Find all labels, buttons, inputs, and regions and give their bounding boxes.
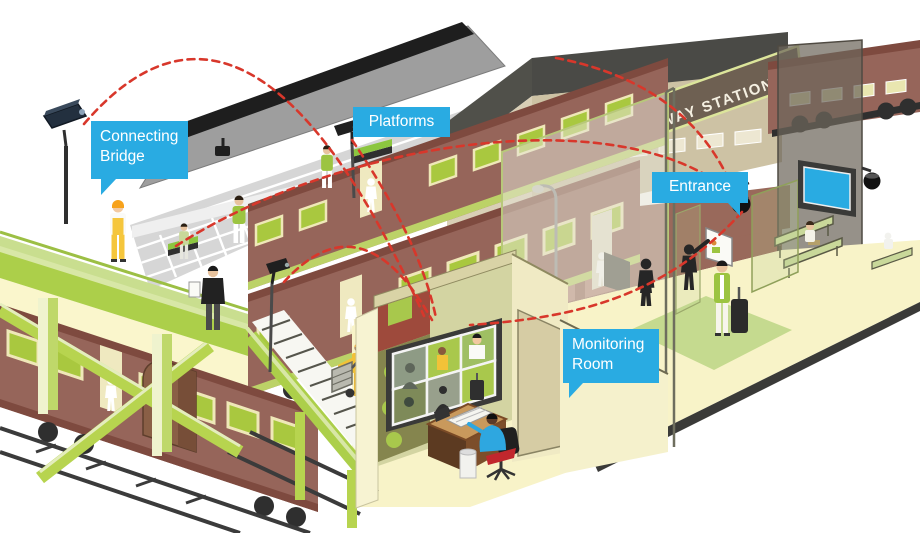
callout-monitoring-room: Monitoring Room xyxy=(563,329,659,398)
callout-platforms-text: Platforms xyxy=(368,113,435,130)
callout-tail xyxy=(101,179,116,195)
worker-person xyxy=(110,200,126,262)
entrance-hall xyxy=(637,86,913,450)
pole-camera-icon xyxy=(266,258,290,373)
callout-tail xyxy=(569,383,583,398)
callout-platforms: Platforms xyxy=(353,107,450,137)
suited-person xyxy=(188,265,225,330)
callout-tail xyxy=(728,203,740,216)
dome-camera-icon xyxy=(861,166,881,190)
callout-monitoring-room-text: Monitoring Room xyxy=(572,336,645,373)
desk-monitor xyxy=(434,406,450,422)
trolley xyxy=(331,351,367,398)
callout-connecting-bridge-text: Connecting Bridge xyxy=(100,128,179,165)
callout-connecting-bridge: Connecting Bridge xyxy=(91,121,188,195)
surveillance-link-arcs xyxy=(82,56,744,327)
operator-person xyxy=(467,413,506,452)
platform-person xyxy=(321,145,333,188)
platform-person xyxy=(232,195,246,243)
info-display-icon xyxy=(798,160,856,217)
canopy-camera-icon xyxy=(215,138,230,156)
bullet-camera-icon xyxy=(42,99,88,224)
video-wall-icon xyxy=(386,318,502,432)
monitoring-room xyxy=(355,249,669,509)
suitcase xyxy=(731,287,748,333)
entrance-carpet xyxy=(630,296,792,370)
callout-entrance: Entrance xyxy=(652,172,748,216)
room-door xyxy=(517,308,563,457)
waste-bin xyxy=(459,448,477,479)
glass-partition xyxy=(751,178,799,294)
callout-entrance-text: Entrance xyxy=(668,178,732,195)
sitting-person xyxy=(805,221,820,245)
traveller-green-jacket xyxy=(714,260,748,336)
